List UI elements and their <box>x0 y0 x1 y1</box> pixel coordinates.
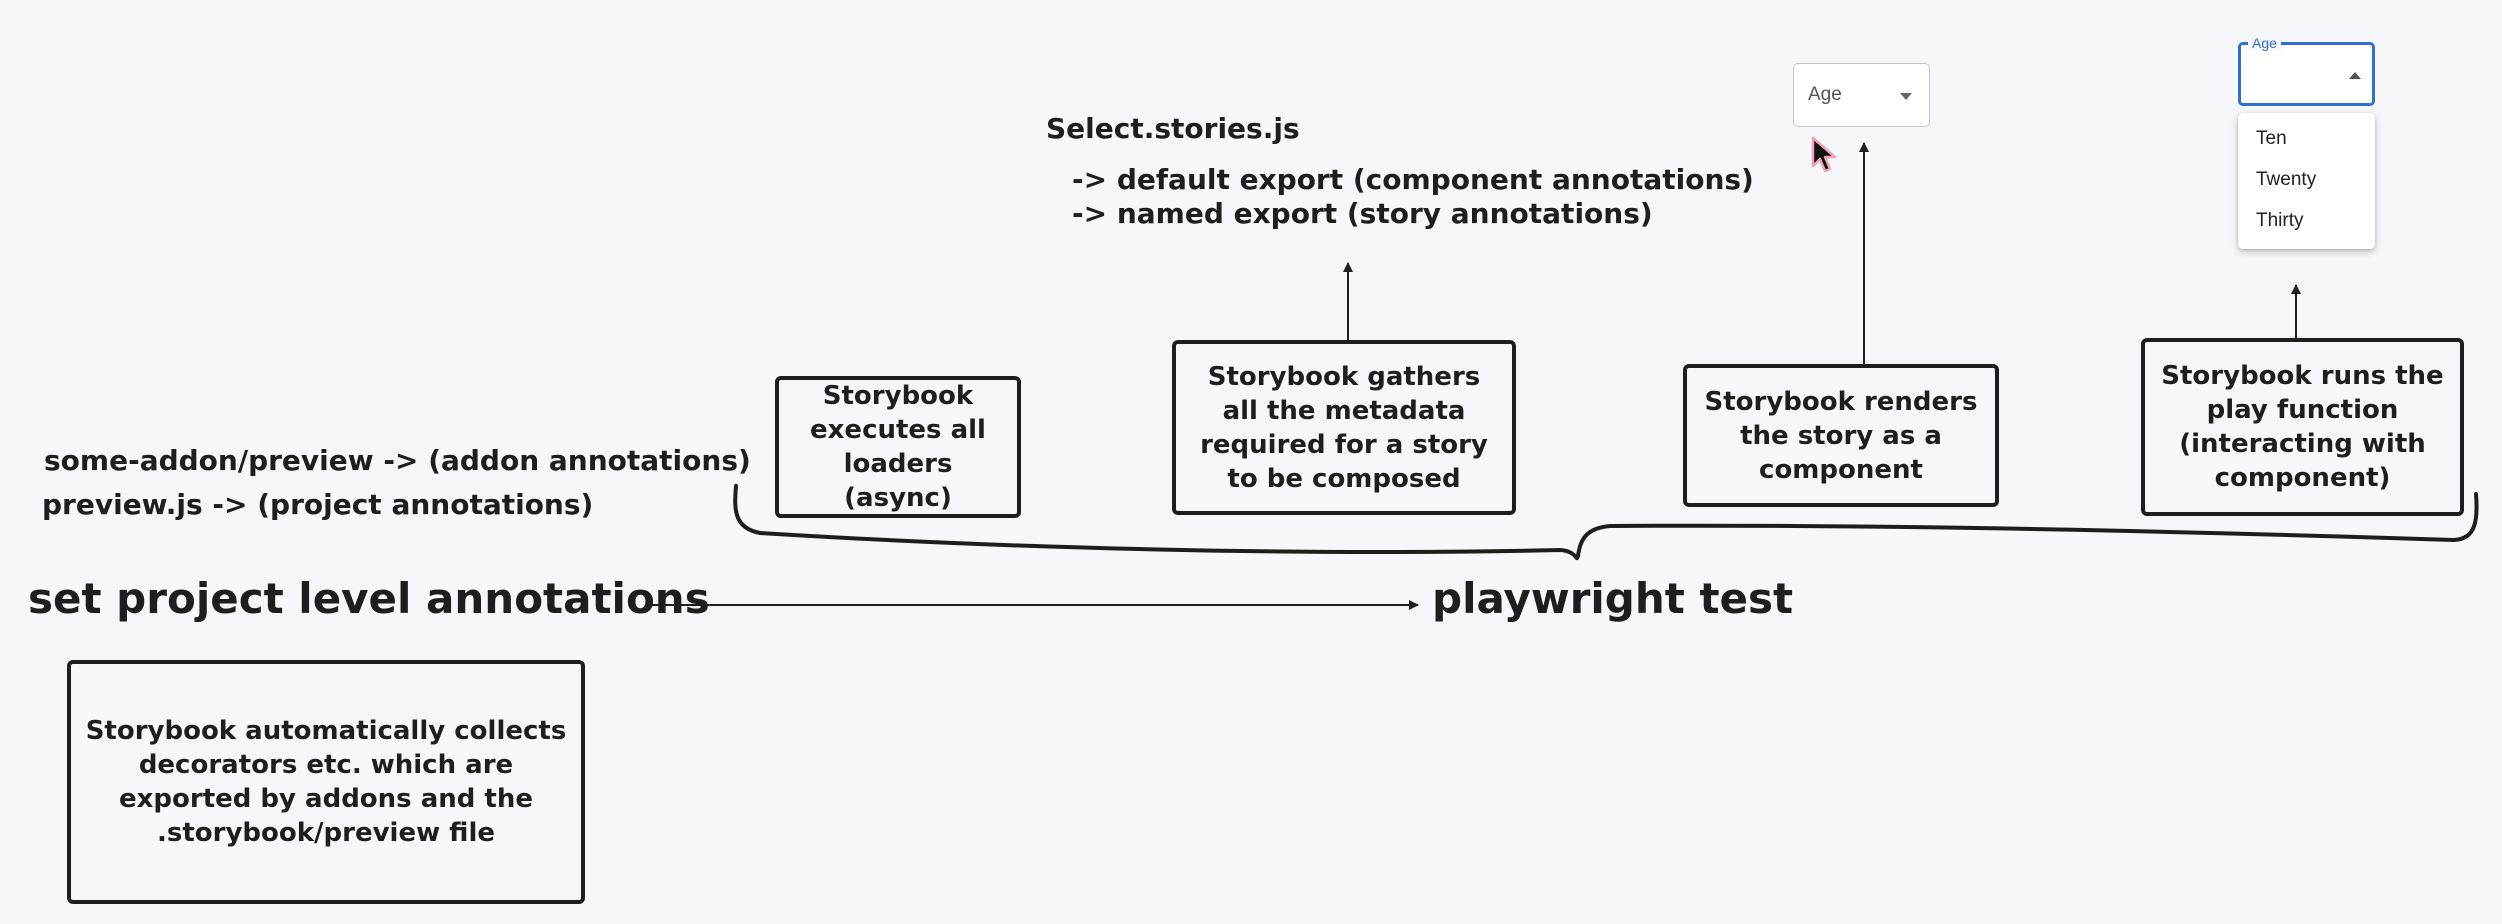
play-box-text: Storybook runs the play function (intera… <box>2161 361 2444 493</box>
mouse-cursor-icon <box>1811 136 1837 173</box>
age-options-menu: Ten Twenty Thirty <box>2238 113 2375 249</box>
age-option-ten[interactable]: Ten <box>2256 128 2287 149</box>
caret-down-icon <box>1900 93 1912 100</box>
play-box: Storybook runs the play function (intera… <box>2141 338 2464 516</box>
age-option-twenty[interactable]: Twenty <box>2256 169 2317 190</box>
collects-box: Storybook automatically collects decorat… <box>67 660 585 904</box>
age-select-floating-label: Age <box>2248 35 2281 51</box>
gathers-box-text: Storybook gathers all the metadata requi… <box>1200 361 1488 494</box>
process-brace <box>733 484 2479 561</box>
loaders-box: Storybook executes all loaders (async) <box>775 376 1021 518</box>
renders-box-text: Storybook renders the story as a compone… <box>1704 386 1978 485</box>
caret-up-icon <box>2349 72 2361 79</box>
age-option-thirty[interactable]: Thirty <box>2256 210 2304 231</box>
set-project-heading: set project level annotations <box>28 574 710 623</box>
named-export-label: -> named export (story annotations) <box>1072 197 1653 230</box>
age-select-closed[interactable]: Age <box>1793 63 1930 127</box>
loaders-box-text: Storybook executes all loaders (async) <box>810 381 986 513</box>
stories-file-label: Select.stories.js <box>1046 112 1300 145</box>
gathers-box: Storybook gathers all the metadata requi… <box>1172 340 1516 515</box>
age-select-value: Age <box>1808 84 1842 105</box>
default-export-label: -> default export (component annotations… <box>1072 163 1754 196</box>
collects-box-text: Storybook automatically collects decorat… <box>85 716 567 848</box>
renders-box: Storybook renders the story as a compone… <box>1683 364 1999 507</box>
age-select-open[interactable] <box>2238 42 2375 106</box>
preview-js-label: preview.js -> (project annotations) <box>42 488 594 521</box>
addon-preview-label: some-addon/preview -> (addon annotations… <box>44 444 751 477</box>
playwright-heading: playwright test <box>1432 574 1794 623</box>
